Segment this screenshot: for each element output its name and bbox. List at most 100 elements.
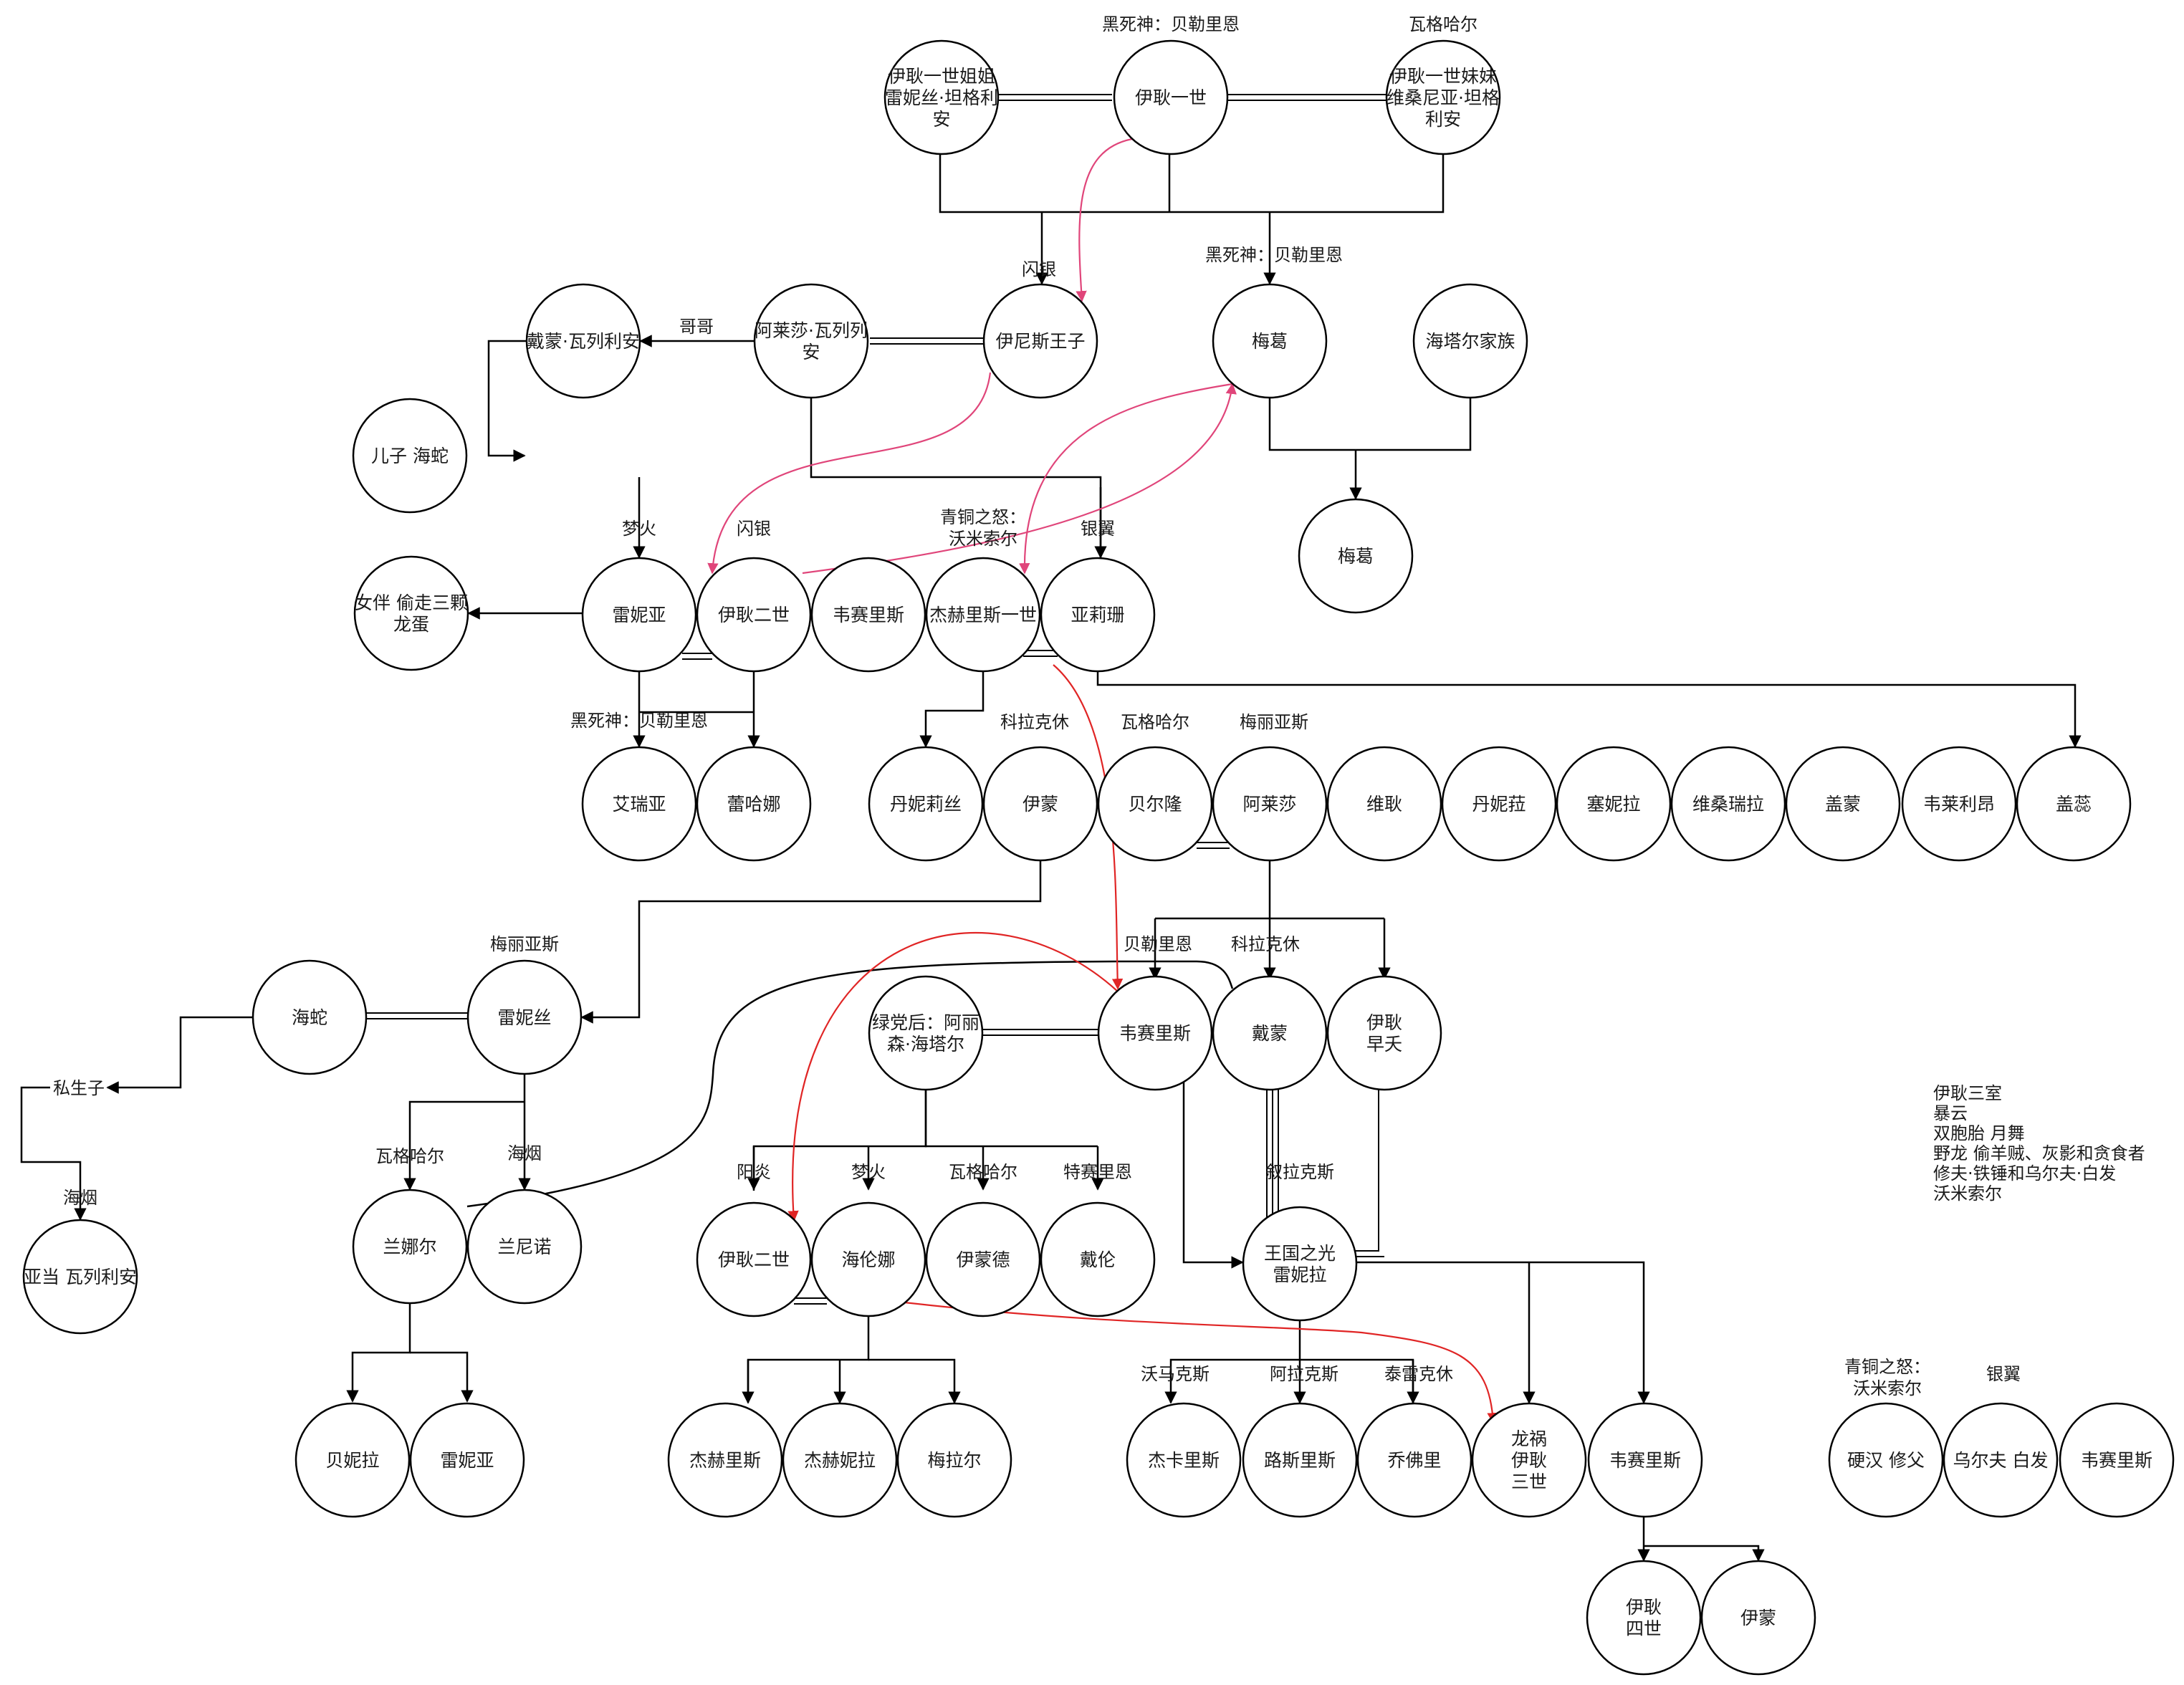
parent-connector: [752, 1090, 927, 1191]
person-node-daeron[interactable]: 戴伦: [1040, 1201, 1156, 1317]
person-node-viserys_r[interactable]: 韦赛里斯: [2059, 1402, 2175, 1518]
person-circle: [667, 1402, 783, 1518]
person-node-yigeng1[interactable]: 伊耿一世: [1113, 39, 1229, 155]
person-node-gaemon[interactable]: 盖蒙: [1785, 746, 1901, 862]
person-node-addam[interactable]: 亚当 瓦列利安: [22, 1219, 138, 1335]
person-node-jacaerys[interactable]: 杰卡里斯: [1126, 1402, 1242, 1518]
person-node-daemon[interactable]: 戴蒙: [1212, 975, 1328, 1091]
person-name: 安: [802, 342, 820, 363]
person-name: 三世: [1511, 1472, 1547, 1492]
dragon-inheritance-curve: [1076, 138, 1133, 302]
person-node-yigeng2a[interactable]: 伊耿二世: [696, 557, 812, 673]
bastards-label: 私生子: [53, 1078, 105, 1098]
person-name: 雷妮亚: [440, 1450, 494, 1471]
person-name: 森·海塔尔: [887, 1034, 964, 1055]
person-circle: [696, 1201, 812, 1317]
person-node-rhaella[interactable]: 蕾哈娜: [696, 746, 812, 862]
person-node-viserys_king[interactable]: 韦赛里斯: [1097, 975, 1213, 1091]
dragon-label: 瓦格哈尔: [1409, 14, 1477, 34]
person-node-jaehaera[interactable]: 杰赫妮拉: [782, 1402, 898, 1518]
person-name: 龙蛋: [393, 614, 429, 635]
person-node-joffrey[interactable]: 乔佛里: [1356, 1402, 1472, 1518]
person-node-viserys2[interactable]: 韦赛里斯: [1587, 1402, 1703, 1518]
person-circle: [810, 557, 926, 673]
dragon-label: 泰雷克休: [1384, 1364, 1453, 1384]
marriage-line: [1228, 94, 1386, 101]
person-circle: [466, 1189, 583, 1305]
person-name: 阿莱莎: [1242, 794, 1296, 815]
person-node-daella[interactable]: 丹妮菈: [1441, 746, 1557, 862]
person-name: 丹妮莉丝: [890, 794, 962, 815]
person-node-alysanne[interactable]: 亚莉珊: [1040, 557, 1156, 673]
person-node-rhaena2[interactable]: 雷妮亚: [409, 1402, 525, 1518]
person-node-maelor[interactable]: 梅拉尔: [896, 1402, 1012, 1518]
person-node-aemon2[interactable]: 伊蒙: [1700, 1560, 1816, 1676]
person-node-laenor[interactable]: 兰尼诺: [466, 1189, 583, 1305]
parent-connector: [403, 1100, 525, 1191]
person-name: 伊耿: [1366, 1012, 1402, 1033]
person-node-aenys[interactable]: 伊尼斯王子: [982, 283, 1098, 399]
person-circle: [753, 283, 869, 399]
person-circle: [868, 746, 984, 862]
person-node-gael[interactable]: 盖蕊: [2016, 746, 2132, 862]
person-name: 儿子 海蛇: [371, 446, 449, 466]
marriage-line: [870, 337, 983, 345]
parent-connector: [346, 1304, 411, 1403]
person-node-alicent[interactable]: 绿党后：阿丽森·海塔尔: [868, 975, 984, 1091]
person-circle: [1587, 1402, 1703, 1518]
person-node-alyssa[interactable]: 阿莱莎: [1212, 746, 1328, 862]
person-node-son_seasnake[interactable]: 儿子 海蛇: [352, 398, 468, 514]
person-node-viserys1[interactable]: 韦赛里斯: [810, 557, 926, 673]
person-node-hardy[interactable]: 硬汉 修父: [1828, 1402, 1944, 1518]
parent-connector: [1644, 1545, 1765, 1562]
person-name: 雷妮亚: [612, 605, 666, 625]
person-node-rhaena1[interactable]: 雷妮亚: [581, 557, 697, 673]
dragon-label: 银翼: [1081, 519, 1115, 539]
person-circle: [1412, 283, 1528, 399]
person-node-viserra[interactable]: 维桑瑞拉: [1670, 746, 1786, 862]
person-node-meigo2[interactable]: 梅葛: [1298, 498, 1414, 614]
person-node-lucerys[interactable]: 路斯里斯: [1242, 1402, 1358, 1518]
person-node-vaegon[interactable]: 维耿: [1326, 746, 1442, 862]
person-node-helaena[interactable]: 海伦娜: [810, 1201, 926, 1317]
person-circle: [1242, 1206, 1358, 1322]
person-node-aerea[interactable]: 艾瑞亚: [581, 746, 697, 862]
person-name: 兰尼诺: [497, 1237, 551, 1257]
person-node-valerion[interactable]: 韦莱利昂: [1901, 746, 2017, 862]
person-name: 伊耿一世姐姐: [888, 66, 995, 87]
dragon-label: 叙拉克斯: [1265, 1162, 1334, 1182]
marriage-curve: [466, 960, 1234, 1208]
person-node-baelon[interactable]: 贝尔隆: [1097, 746, 1213, 862]
person-circle: [1943, 1402, 2059, 1518]
person-node-seasnake[interactable]: 海蛇: [252, 959, 368, 1075]
person-node-saera[interactable]: 塞妮拉: [1556, 746, 1672, 862]
person-node-jaehaerys_jr[interactable]: 杰赫里斯: [667, 1402, 783, 1518]
person-name: 梅葛: [1338, 546, 1374, 567]
person-node-baela[interactable]: 贝妮拉: [294, 1402, 411, 1518]
person-node-daenerys[interactable]: 丹妮莉丝: [868, 746, 984, 862]
person-name: 梅葛: [1252, 331, 1288, 352]
person-node-laena[interactable]: 兰娜尔: [352, 1189, 468, 1305]
person-node-meigo1[interactable]: 梅葛: [1212, 283, 1328, 399]
person-node-daemon_v[interactable]: 戴蒙·瓦列利安: [525, 283, 641, 399]
person-node-aemon[interactable]: 伊蒙: [982, 746, 1098, 862]
person-name: 杰赫里斯: [689, 1450, 761, 1471]
person-node-jaehaerys1[interactable]: 杰赫里斯一世: [925, 557, 1041, 673]
person-node-aemond[interactable]: 伊蒙德: [925, 1201, 1041, 1317]
note-line: 伊耿三室: [1933, 1083, 2002, 1103]
person-node-hightower[interactable]: 海塔尔家族: [1412, 283, 1528, 399]
person-circle: [1097, 975, 1213, 1091]
person-node-ulf[interactable]: 乌尔夫 白发: [1943, 1402, 2059, 1518]
person-node-rhaenys[interactable]: 雷妮丝: [466, 959, 583, 1075]
person-node-aegon2[interactable]: 伊耿二世: [696, 1201, 812, 1317]
dragon-label: 海烟: [507, 1143, 542, 1163]
